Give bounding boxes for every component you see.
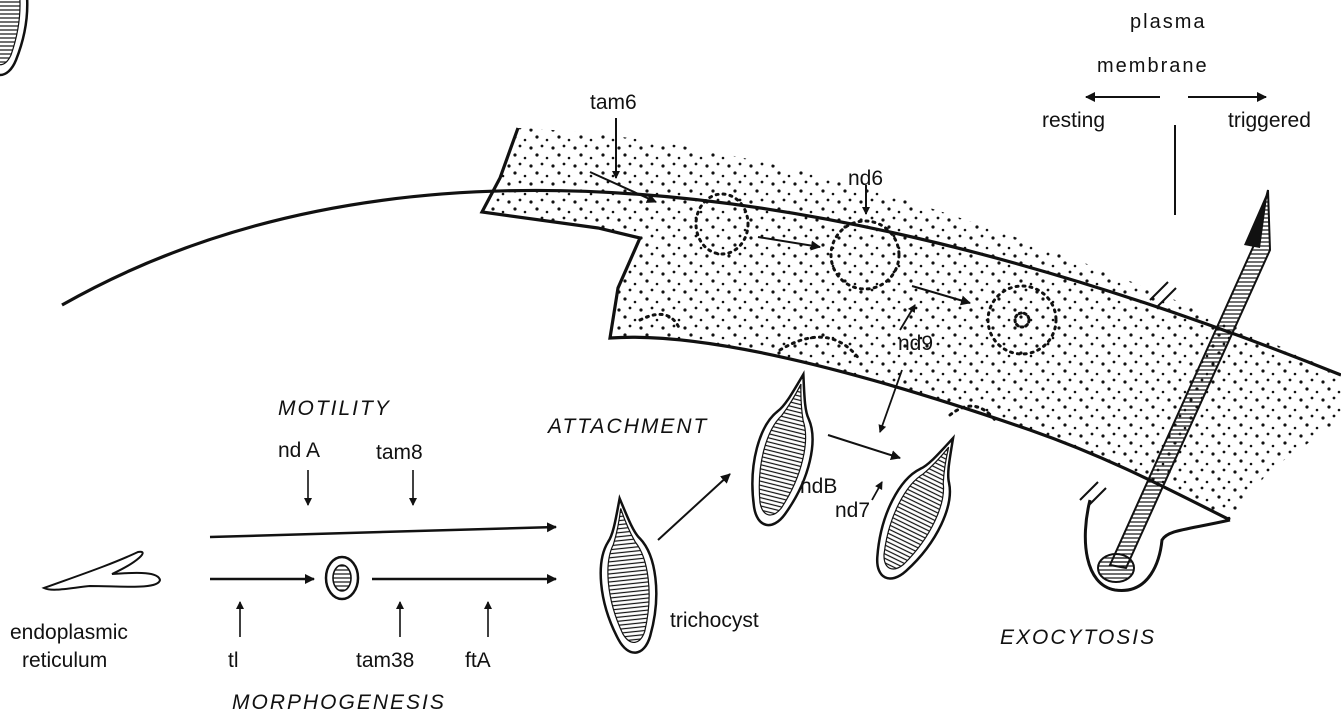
label-morphogenesis: MORPHOGENESIS bbox=[232, 692, 446, 713]
label-plasma: plasma bbox=[1130, 12, 1206, 32]
label-nd-b: ndB bbox=[800, 476, 837, 497]
label-triggered: triggered bbox=[1228, 110, 1311, 131]
label-tam38: tam38 bbox=[356, 650, 414, 671]
label-trichocyst: trichocyst bbox=[670, 610, 759, 631]
label-tam6: tam6 bbox=[590, 92, 637, 113]
vesicle-icon bbox=[326, 557, 358, 599]
label-tam8: tam8 bbox=[376, 442, 423, 463]
endoplasmic-reticulum-icon bbox=[44, 552, 160, 590]
label-reticulum: reticulum bbox=[22, 650, 107, 671]
label-membrane: membrane bbox=[1097, 56, 1209, 76]
label-nd6: nd6 bbox=[848, 168, 883, 189]
label-tl: tl bbox=[228, 650, 239, 671]
label-attachment: ATTACHMENT bbox=[548, 416, 708, 437]
label-resting: resting bbox=[1042, 110, 1105, 131]
label-exocytosis: EXOCYTOSIS bbox=[1000, 627, 1156, 648]
trichocyst-attaching-icon bbox=[739, 368, 829, 532]
label-nd7: nd7 bbox=[835, 500, 870, 521]
label-endoplasmic: endoplasmic bbox=[10, 622, 128, 643]
label-nd-a: nd A bbox=[278, 440, 320, 461]
label-ft-a: ftA bbox=[465, 650, 491, 671]
label-nd9: nd9 bbox=[898, 333, 933, 354]
trichocyst-icon bbox=[593, 496, 663, 656]
label-motility: MOTILITY bbox=[278, 398, 391, 419]
